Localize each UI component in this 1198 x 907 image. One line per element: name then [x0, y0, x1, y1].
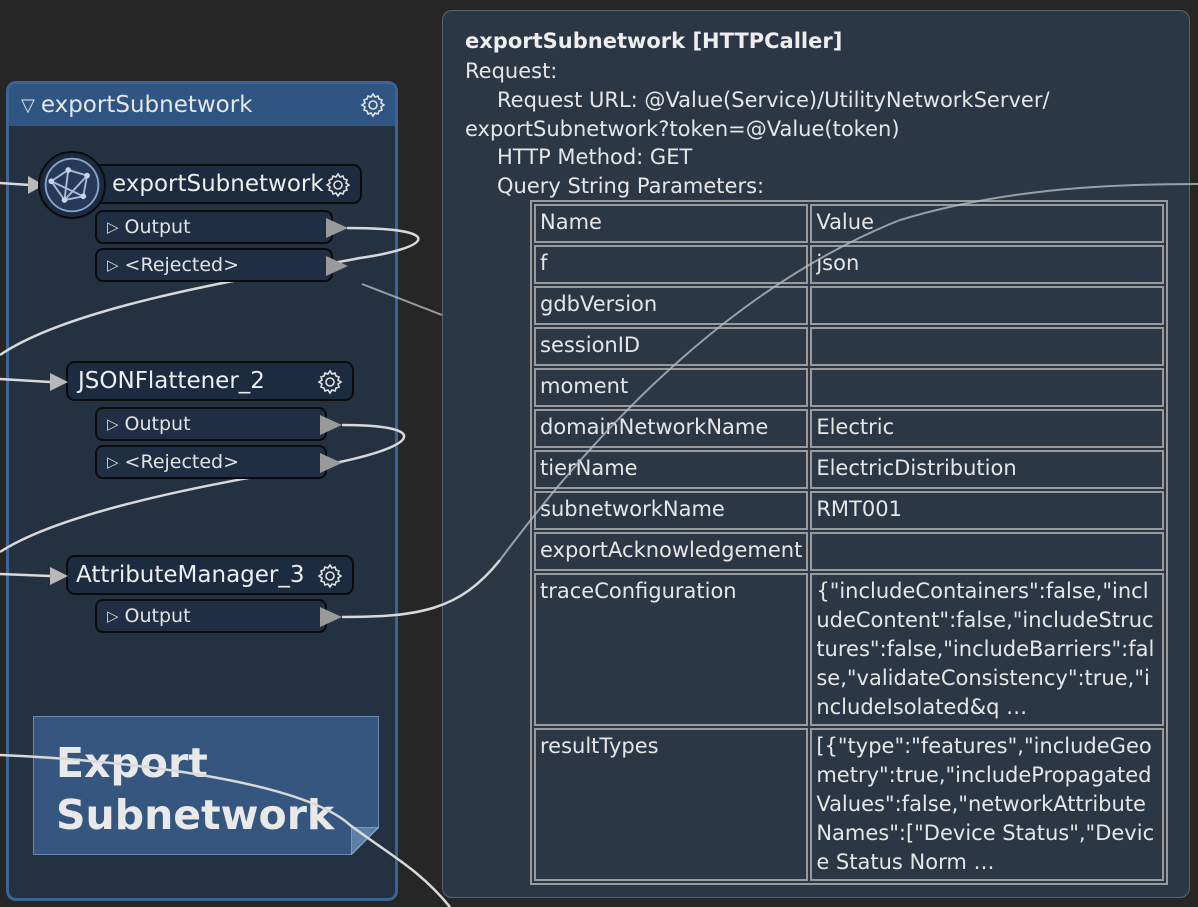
transformer-attribute-manager[interactable]: AttributeManager_3	[66, 555, 354, 595]
param-name: domainNetworkName	[534, 409, 809, 448]
gear-icon[interactable]	[316, 562, 344, 590]
param-name: exportAcknowledgement	[534, 532, 809, 571]
param-name: f	[534, 245, 809, 284]
expand-triangle-icon[interactable]: ▷	[107, 453, 119, 471]
table-row: f json	[534, 245, 1164, 284]
param-value	[810, 286, 1164, 325]
output-port-arrow[interactable]	[320, 415, 342, 435]
param-name: resultTypes	[534, 728, 809, 881]
bookmark-title: exportSubnetwork	[40, 92, 253, 118]
port-label: Output	[124, 605, 191, 627]
port-label: Output	[124, 216, 191, 238]
annotation-line: Export	[56, 739, 208, 787]
query-params-label: Query String Parameters:	[497, 174, 765, 198]
request-label: Request:	[465, 59, 558, 83]
transformer-json-flattener[interactable]: JSONFlattener_2	[66, 361, 354, 401]
table-row: moment	[534, 368, 1164, 407]
collapse-triangle-icon[interactable]: ▽	[21, 94, 35, 116]
table-row: domainNetworkName Electric	[534, 409, 1164, 448]
table-row: exportAcknowledgement	[534, 532, 1164, 571]
output-port-arrow[interactable]	[326, 218, 348, 238]
transformer-tooltip: exportSubnetwork [HTTPCaller] Request: R…	[442, 10, 1190, 898]
expand-triangle-icon[interactable]: ▷	[107, 415, 119, 433]
port-rejected[interactable]: ▷ <Rejected>	[95, 248, 333, 282]
param-name: moment	[534, 368, 809, 407]
gear-icon[interactable]	[316, 368, 344, 396]
port-rejected[interactable]: ▷ <Rejected>	[95, 445, 327, 479]
expand-triangle-icon[interactable]: ▷	[107, 607, 119, 625]
gear-icon[interactable]	[359, 91, 387, 119]
input-port-arrow[interactable]	[50, 373, 68, 391]
bookmark-header[interactable]: ▽ exportSubnetwork	[9, 84, 395, 126]
annotation-note[interactable]: Export Subnetwork	[33, 716, 379, 855]
expand-triangle-icon[interactable]: ▷	[107, 256, 119, 274]
param-value	[810, 532, 1164, 571]
transformer-http-caller[interactable]: exportSubnetwork	[64, 164, 362, 204]
port-output[interactable]: ▷ Output	[95, 407, 327, 441]
param-name: tierName	[534, 450, 809, 489]
table-row: sessionID	[534, 327, 1164, 366]
param-name: traceConfiguration	[534, 573, 809, 726]
annotation-text: Export Subnetwork	[56, 737, 334, 841]
param-name: subnetworkName	[534, 491, 809, 530]
param-value: json	[810, 245, 1164, 284]
transformer-name: AttributeManager_3	[76, 562, 305, 588]
table-header: Value	[810, 204, 1164, 243]
table-row: gdbVersion	[534, 286, 1164, 325]
param-name: gdbVersion	[534, 286, 809, 325]
transformer-name: exportSubnetwork	[112, 171, 324, 197]
tooltip-title: exportSubnetwork [HTTPCaller]	[465, 29, 843, 53]
transformer-name: JSONFlattener_2	[78, 368, 265, 394]
folded-corner-icon	[351, 827, 379, 855]
output-port-arrow[interactable]	[320, 453, 342, 473]
table-row: tierName ElectricDistribution	[534, 450, 1164, 489]
input-port-arrow[interactable]	[50, 567, 68, 585]
globe-network-icon	[38, 151, 106, 219]
table-row: traceConfiguration {"includeContainers":…	[534, 573, 1164, 726]
param-value	[810, 327, 1164, 366]
output-port-arrow[interactable]	[320, 607, 342, 627]
param-value: [{"type":"features","includeGeometry":tr…	[810, 728, 1164, 881]
output-port-arrow[interactable]	[326, 256, 348, 276]
port-output[interactable]: ▷ Output	[95, 599, 327, 633]
request-url-line: exportSubnetwork?token=@Value(token)	[465, 117, 900, 141]
http-method: HTTP Method: GET	[497, 145, 693, 169]
param-value: {"includeContainers":false,"includeConte…	[810, 573, 1164, 726]
port-output[interactable]: ▷ Output	[95, 210, 333, 244]
param-value	[810, 368, 1164, 407]
param-value: RMT001	[810, 491, 1164, 530]
expand-triangle-icon[interactable]: ▷	[107, 218, 119, 236]
table-header-row: Name Value	[534, 204, 1164, 243]
gear-icon[interactable]	[324, 171, 352, 199]
port-label: Output	[124, 413, 191, 435]
table-row: resultTypes [{"type":"features","include…	[534, 728, 1164, 881]
request-url-line: Request URL: @Value(Service)/UtilityNetw…	[497, 88, 1050, 112]
param-value: ElectricDistribution	[810, 450, 1164, 489]
port-label: <Rejected>	[124, 451, 240, 473]
param-value: Electric	[810, 409, 1164, 448]
query-params-table: Name Value f json gdbVersion sessionID m…	[530, 200, 1168, 885]
input-port-arrow[interactable]	[28, 176, 44, 194]
table-header: Name	[534, 204, 809, 243]
port-label: <Rejected>	[124, 254, 240, 276]
table-row: subnetworkName RMT001	[534, 491, 1164, 530]
param-name: sessionID	[534, 327, 809, 366]
annotation-line: Subnetwork	[56, 791, 335, 839]
